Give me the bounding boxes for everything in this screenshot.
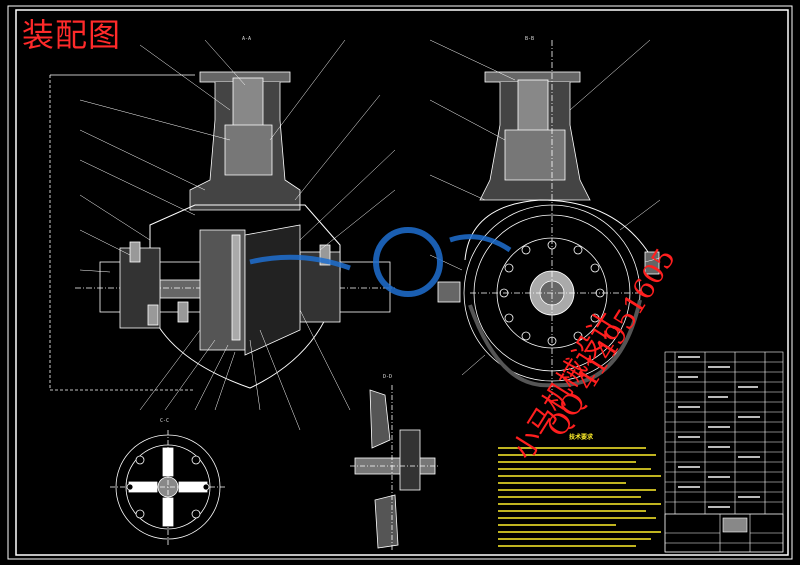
differential-view bbox=[110, 430, 226, 545]
title-block bbox=[664, 351, 784, 553]
notes-lines bbox=[498, 447, 661, 547]
right-side-view bbox=[429, 39, 661, 395]
section-label-a: A-A bbox=[242, 36, 252, 42]
section-label-b: B-B bbox=[525, 36, 535, 42]
outer-frame bbox=[7, 5, 793, 560]
section-label-c: C-C bbox=[160, 418, 170, 424]
bolt-circle bbox=[499, 240, 605, 346]
notes-title: 技术要求 bbox=[568, 434, 593, 441]
bevel-gear-view bbox=[350, 385, 440, 550]
left-section-view bbox=[49, 39, 396, 431]
technical-notes: 技术要求 bbox=[496, 434, 666, 556]
inner-frame bbox=[15, 9, 789, 556]
section-label-d: D-D bbox=[383, 374, 393, 380]
drawing-title: 装配图 bbox=[22, 16, 122, 54]
logo-watermark bbox=[249, 227, 512, 297]
